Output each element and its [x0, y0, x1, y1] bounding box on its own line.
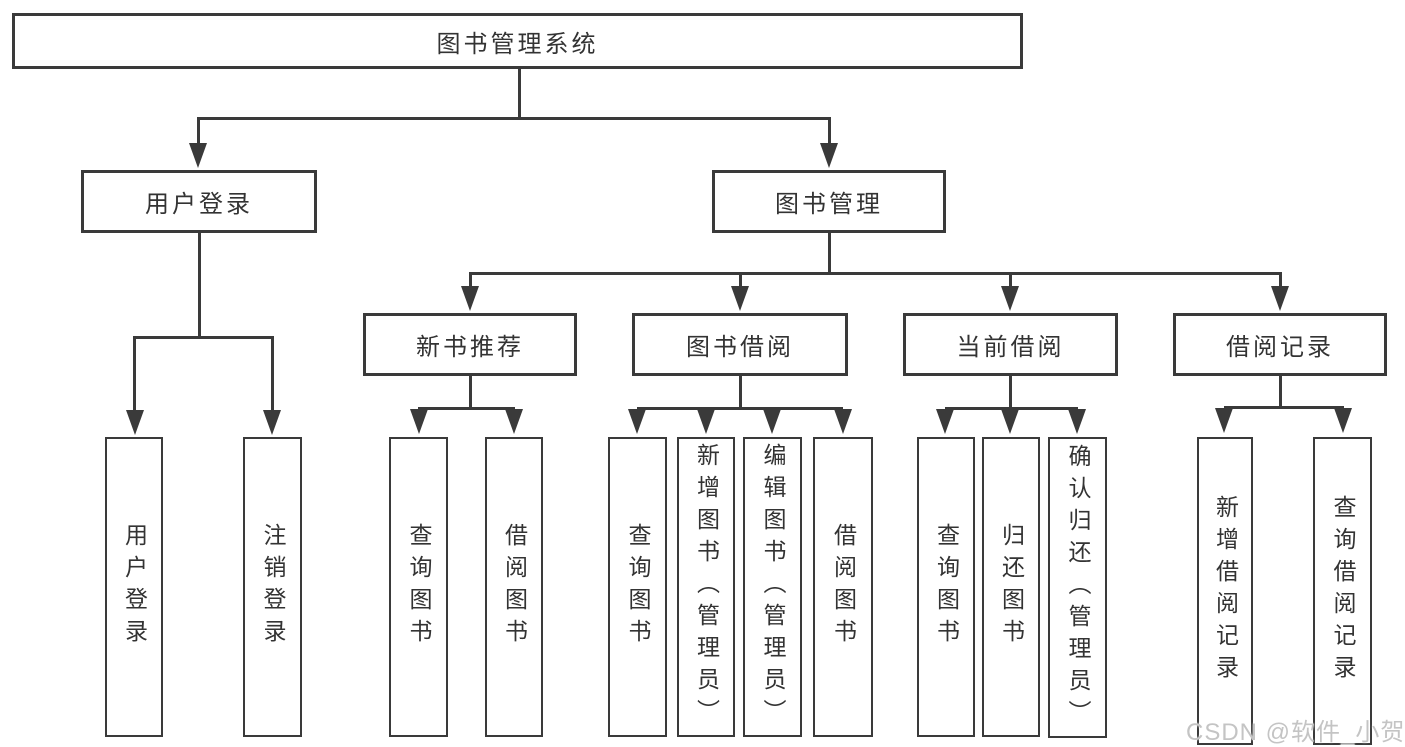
node-root: 图书管理系统	[12, 13, 1023, 69]
connector-root-left-drop	[196, 117, 200, 147]
connector-bm-drop-3	[1008, 272, 1012, 288]
leaf-newbook-query-books: 查询图书	[389, 437, 448, 737]
connector-bm-bar	[469, 272, 1281, 275]
node-new-book-recommendation: 新书推荐	[363, 313, 577, 376]
connector-bm-drop-2	[738, 272, 742, 288]
connector-nb-stem	[468, 375, 472, 410]
connector-bm-stem	[827, 233, 831, 275]
node-borrowing-records: 借阅记录	[1173, 313, 1387, 376]
arrow-to-leaf-current-confirm	[1068, 409, 1086, 434]
connector-root-stem	[518, 69, 521, 119]
arrow-to-leaf-newbook-query	[410, 409, 428, 434]
connector-root-right-drop	[827, 117, 831, 147]
arrow-to-user-login	[189, 143, 207, 168]
leaf-logout: 注销登录	[243, 437, 302, 737]
leaf-newbook-borrow-books: 借阅图书	[485, 437, 543, 737]
connector-cb-bar	[945, 407, 1078, 410]
arrow-to-leaf-current-return	[1001, 409, 1019, 434]
arrow-to-new-book-recommendation	[461, 286, 479, 311]
arrow-to-borrowing-records	[1271, 286, 1289, 311]
connector-bm-drop-1	[468, 272, 472, 288]
arrow-to-leaf-user-login	[125, 410, 144, 435]
arrow-to-leaf-borrow-query	[628, 409, 646, 434]
connector-ul-stem	[197, 233, 201, 339]
leaf-records-add-record: 新增借阅记录	[1197, 437, 1253, 745]
csdn-watermark: CSDN @软件_小贺同学	[1186, 719, 1405, 746]
leaf-current-confirm-return-admin: 确认归还（管理员）	[1048, 437, 1107, 738]
node-current-borrowing: 当前借阅	[903, 313, 1118, 376]
connector-bb-bar	[637, 407, 843, 410]
connector-ul-drop-2	[270, 336, 274, 412]
connector-bm-drop-4	[1278, 272, 1282, 288]
arrow-to-leaf-borrow-add	[697, 409, 715, 434]
leaf-borrow-edit-books-admin: 编辑图书（管理员）	[743, 437, 802, 737]
node-book-management: 图书管理	[712, 170, 946, 233]
node-book-borrowing: 图书借阅	[632, 313, 848, 376]
leaf-borrow-borrow-books: 借阅图书	[813, 437, 873, 737]
leaf-user-login: 用户登录	[105, 437, 163, 737]
arrow-to-leaf-records-query	[1334, 408, 1352, 433]
connector-ul-bar	[134, 336, 273, 339]
connector-nb-bar	[418, 407, 515, 410]
arrow-to-leaf-borrow-edit	[763, 409, 781, 434]
connector-root-bar	[197, 117, 831, 120]
connector-br-bar	[1224, 406, 1344, 409]
arrow-to-current-borrowing	[1001, 286, 1019, 311]
leaf-current-return-books: 归还图书	[982, 437, 1040, 737]
arrow-to-book-borrowing	[731, 286, 749, 311]
arrow-to-book-management	[820, 143, 838, 168]
leaf-borrow-query-books: 查询图书	[608, 437, 667, 737]
connector-ul-drop-1	[133, 336, 136, 412]
arrow-to-leaf-records-add	[1215, 408, 1233, 433]
connector-cb-stem	[1008, 375, 1012, 410]
leaf-current-query-books: 查询图书	[917, 437, 975, 737]
connector-bb-stem	[738, 375, 742, 410]
arrow-to-leaf-newbook-borrow	[505, 409, 523, 434]
arrow-to-leaf-logout	[263, 410, 281, 435]
arrow-to-leaf-current-query	[936, 409, 954, 434]
connector-br-stem	[1278, 375, 1282, 409]
node-user-login: 用户登录	[81, 170, 317, 233]
leaf-borrow-add-books-admin: 新增图书（管理员）	[677, 437, 735, 737]
leaf-records-query-record: 查询借阅记录	[1313, 437, 1372, 745]
arrow-to-leaf-borrow-borrow	[834, 409, 852, 434]
